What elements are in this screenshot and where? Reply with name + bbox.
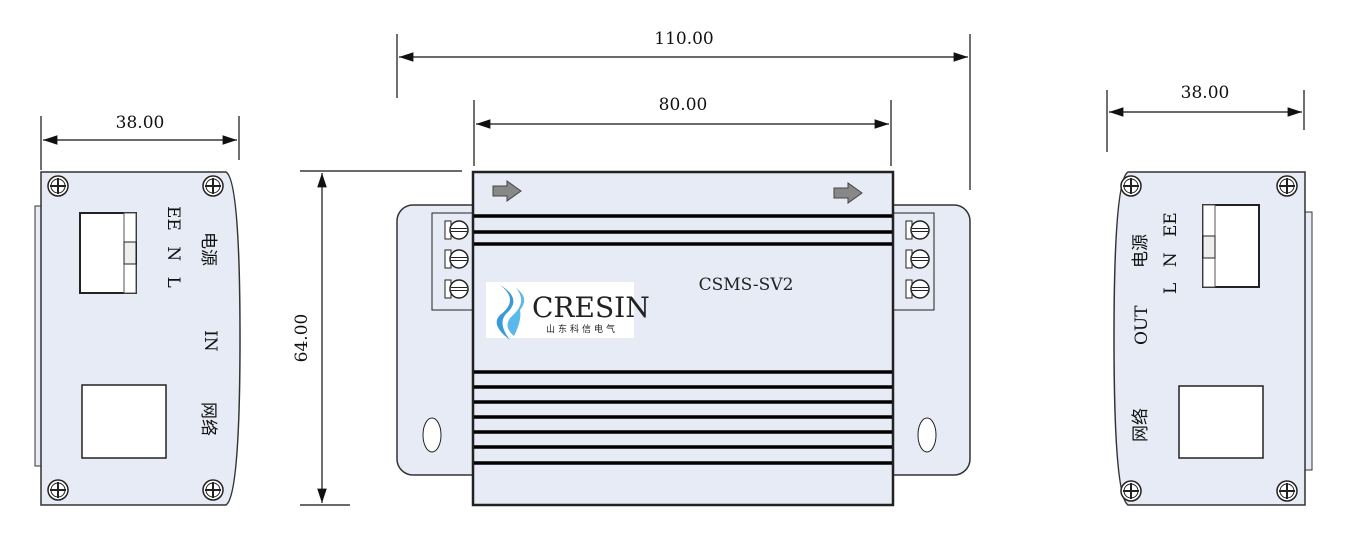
terminal-labels: L N EE [1161, 212, 1181, 294]
screw-icon [202, 479, 224, 501]
svg-text:山东科信电气: 山东科信电气 [546, 323, 618, 335]
screw-icon [1120, 175, 1142, 197]
screw-icon [1276, 175, 1298, 197]
right-width-dimension: 38.00 [1106, 83, 1305, 152]
cresin-logo: CRESIN 山东科信电气 [486, 282, 650, 340]
body-width-dimension: 80.00 [473, 95, 892, 166]
mounting-slot [917, 417, 937, 453]
svg-text:64.00: 64.00 [292, 314, 312, 363]
left-width-dimension: 38.00 [40, 113, 240, 170]
screw-icon [47, 479, 69, 501]
left-terminal-block [431, 212, 474, 311]
power-label: 电源 [198, 232, 218, 266]
front-view: CRESIN 山东科信电气 CSMS-SV2 [396, 170, 971, 507]
height-dimension: 64.00 [292, 170, 462, 506]
left-side-view: 电源 EE N L IN 网络 [34, 171, 241, 506]
screw-icon [1276, 480, 1298, 502]
svg-text:38.00: 38.00 [1181, 83, 1230, 103]
arrow-right-icon [492, 180, 522, 202]
svg-text:CRESIN: CRESIN [532, 291, 650, 324]
network-port [81, 384, 167, 459]
svg-text:38.00: 38.00 [116, 113, 165, 133]
overall-width-dimension: 110.00 [396, 29, 971, 190]
screw-icon [47, 175, 69, 197]
out-label: OUT [1132, 305, 1152, 345]
network-label: 网络 [198, 402, 218, 436]
right-terminal-block [892, 212, 935, 311]
heatsink-fins [474, 214, 892, 465]
power-label: 电源 [1131, 234, 1151, 268]
right-side-view: 电源 L N EE OUT 网络 [1113, 171, 1313, 506]
model-label: CSMS-SV2 [699, 275, 794, 295]
power-connector [1202, 204, 1260, 288]
terminal-labels: EE N L [163, 206, 183, 288]
power-connector [79, 212, 137, 294]
svg-text:110.00: 110.00 [654, 29, 713, 49]
network-port [1178, 385, 1264, 459]
network-label: 网络 [1131, 408, 1151, 442]
svg-text:80.00: 80.00 [659, 95, 708, 115]
arrow-right-icon [833, 182, 863, 204]
screw-icon [1120, 480, 1142, 502]
screw-icon [202, 175, 224, 197]
in-label: IN [200, 330, 220, 352]
mounting-slot [422, 417, 442, 453]
